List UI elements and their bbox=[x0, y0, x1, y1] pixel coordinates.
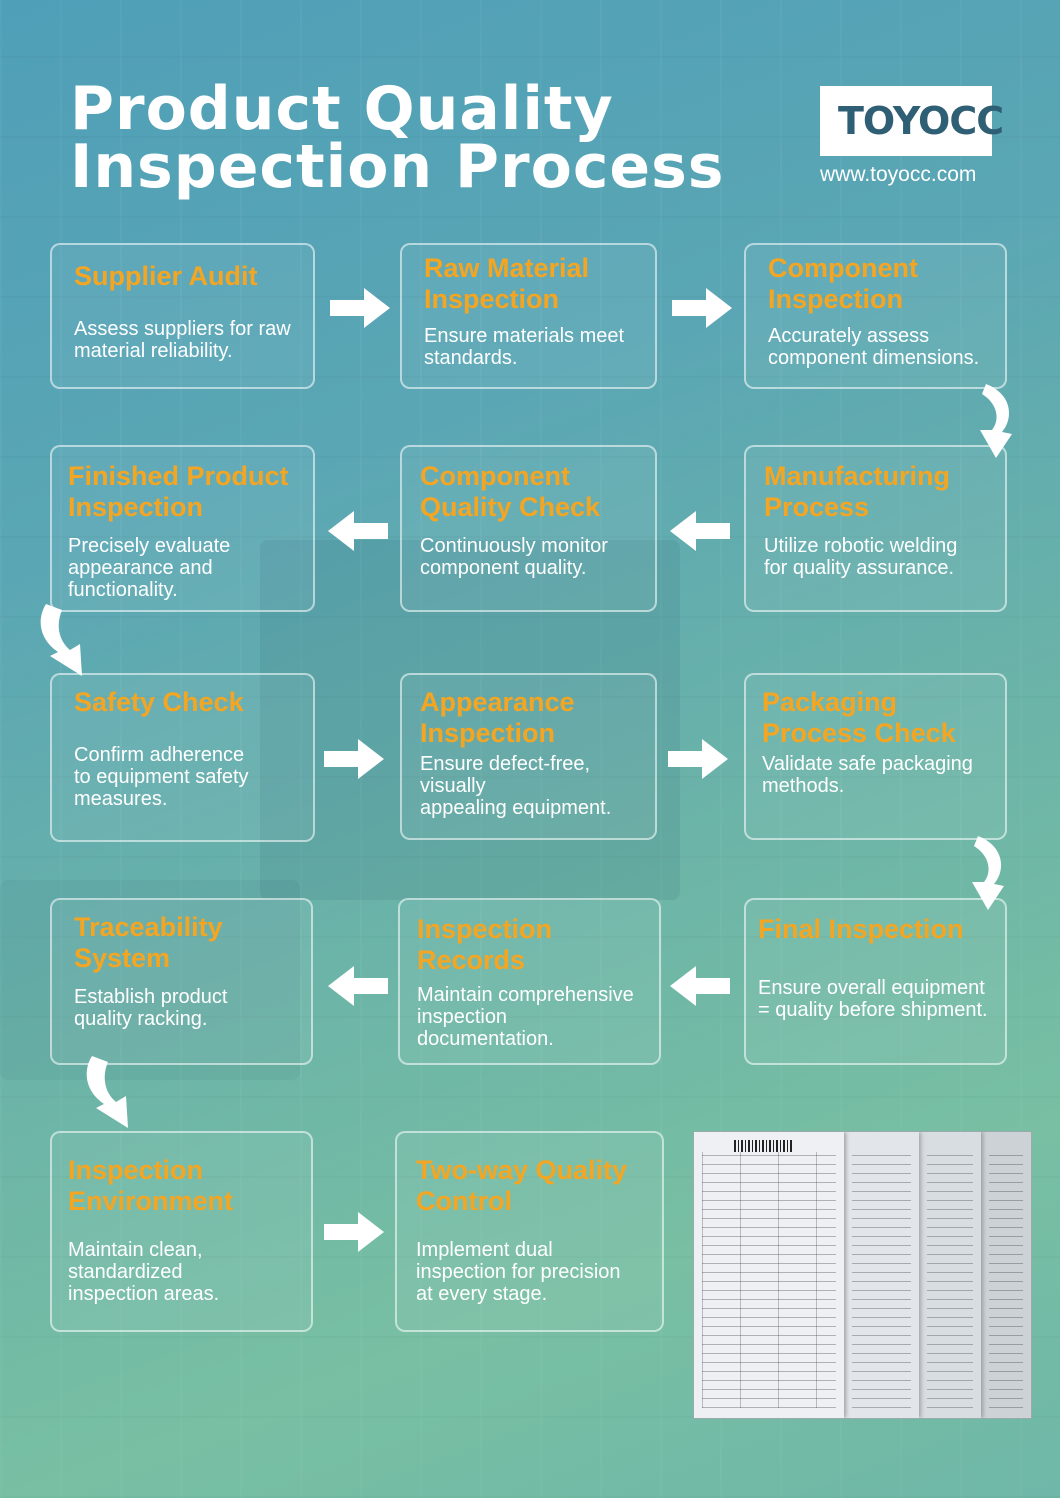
curved-arrow-down-icon bbox=[964, 832, 1022, 912]
step-title: Raw Material Inspection bbox=[424, 253, 590, 314]
step-card-traceability-system: Traceability System Establish product qu… bbox=[50, 898, 313, 1065]
step-card-finished-product-inspection: Finished Product Inspection Precisely ev… bbox=[50, 445, 315, 612]
page-title: Product Quality Inspection Process bbox=[70, 74, 790, 202]
step-title: Traceability System bbox=[74, 912, 223, 973]
step-card-appearance-inspection: Appearance Inspection Ensure defect-free… bbox=[400, 673, 657, 840]
arrow-right-icon bbox=[666, 737, 730, 781]
step-description: Ensure defect-free, visually appealing e… bbox=[420, 753, 612, 819]
step-description: Implement dual inspection for precision … bbox=[416, 1239, 621, 1305]
step-card-inspection-environment: Inspection Environment Maintain clean, s… bbox=[50, 1131, 313, 1332]
step-description: Ensure materials meet standards. bbox=[424, 325, 625, 369]
step-card-inspection-records: Inspection Records Maintain comprehensiv… bbox=[398, 898, 661, 1065]
step-title: Appearance Inspection bbox=[420, 687, 575, 748]
arrow-right-icon bbox=[328, 286, 392, 330]
arrow-left-icon bbox=[326, 509, 390, 553]
step-title: Supplier Audit bbox=[74, 261, 258, 291]
step-card-safety-check: Safety Check Confirm adherence to equipm… bbox=[50, 673, 315, 842]
title-line-2: Inspection Process bbox=[70, 132, 725, 202]
step-title: Manufacturing Process bbox=[764, 461, 950, 522]
record-sheet bbox=[919, 1132, 981, 1418]
step-description: Maintain comprehensive inspection docume… bbox=[417, 984, 634, 1050]
step-description: Continuously monitor component quality. bbox=[420, 535, 608, 579]
step-title: Component Inspection bbox=[768, 253, 918, 314]
step-card-manufacturing-process: Manufacturing Process Utilize robotic we… bbox=[744, 445, 1007, 612]
step-description: Accurately assess component dimensions. bbox=[768, 325, 980, 369]
curved-arrow-down-icon bbox=[34, 600, 92, 680]
step-title: Safety Check bbox=[74, 687, 244, 717]
step-card-supplier-audit: Supplier Audit Assess suppliers for raw … bbox=[50, 243, 315, 389]
title-line-1: Product Quality bbox=[70, 74, 614, 144]
step-card-component-quality-check: Component Quality Check Continuously mon… bbox=[400, 445, 657, 612]
arrow-right-icon bbox=[322, 1210, 386, 1254]
step-description: Utilize robotic welding for quality assu… bbox=[764, 535, 958, 579]
step-title: Inspection Records bbox=[417, 914, 553, 975]
barcode-icon bbox=[734, 1140, 794, 1152]
step-card-component-inspection: Component Inspection Accurately assess c… bbox=[744, 243, 1007, 389]
step-title: Two-way Quality Control bbox=[416, 1155, 628, 1216]
step-description: Ensure overall equipment = quality befor… bbox=[758, 977, 988, 1021]
curved-arrow-down-icon bbox=[80, 1052, 138, 1132]
arrow-left-icon bbox=[668, 509, 732, 553]
record-sheet bbox=[694, 1132, 844, 1418]
curved-arrow-down-icon bbox=[972, 380, 1030, 460]
step-card-two-way-quality-control: Two-way Quality Control Implement dual i… bbox=[395, 1131, 664, 1332]
step-description: Validate safe packaging methods. bbox=[762, 753, 973, 797]
inspection-records-photo bbox=[693, 1131, 1032, 1419]
arrow-left-icon bbox=[668, 964, 732, 1008]
step-description: Precisely evaluate appearance and functi… bbox=[68, 535, 231, 601]
step-description: Establish product quality racking. bbox=[74, 986, 228, 1030]
step-description: Confirm adherence to equipment safety me… bbox=[74, 744, 249, 810]
step-description: Maintain clean, standardized inspection … bbox=[68, 1239, 220, 1305]
step-title: Packaging Process Check bbox=[762, 687, 956, 748]
brand-logo bbox=[820, 86, 992, 156]
step-card-packaging-process-check: Packaging Process Check Validate safe pa… bbox=[744, 673, 1007, 840]
step-title: Final Inspection bbox=[758, 914, 964, 944]
record-sheet bbox=[981, 1132, 1031, 1418]
step-card-raw-material-inspection: Raw Material Inspection Ensure materials… bbox=[400, 243, 657, 389]
arrow-right-icon bbox=[322, 737, 386, 781]
arrow-right-icon bbox=[670, 286, 734, 330]
background-machine-shape bbox=[260, 540, 680, 900]
brand-logo-text: TOYOCC bbox=[838, 99, 1004, 143]
arrow-left-icon bbox=[326, 964, 390, 1008]
step-title: Inspection Environment bbox=[68, 1155, 234, 1216]
step-title: Finished Product Inspection bbox=[68, 461, 289, 522]
brand-url[interactable]: www.toyocc.com bbox=[820, 163, 977, 186]
step-title: Component Quality Check bbox=[420, 461, 601, 522]
step-description: Assess suppliers for raw material reliab… bbox=[74, 318, 291, 362]
step-card-final-inspection: Final Inspection Ensure overall equipmen… bbox=[744, 898, 1007, 1065]
record-sheet bbox=[844, 1132, 919, 1418]
